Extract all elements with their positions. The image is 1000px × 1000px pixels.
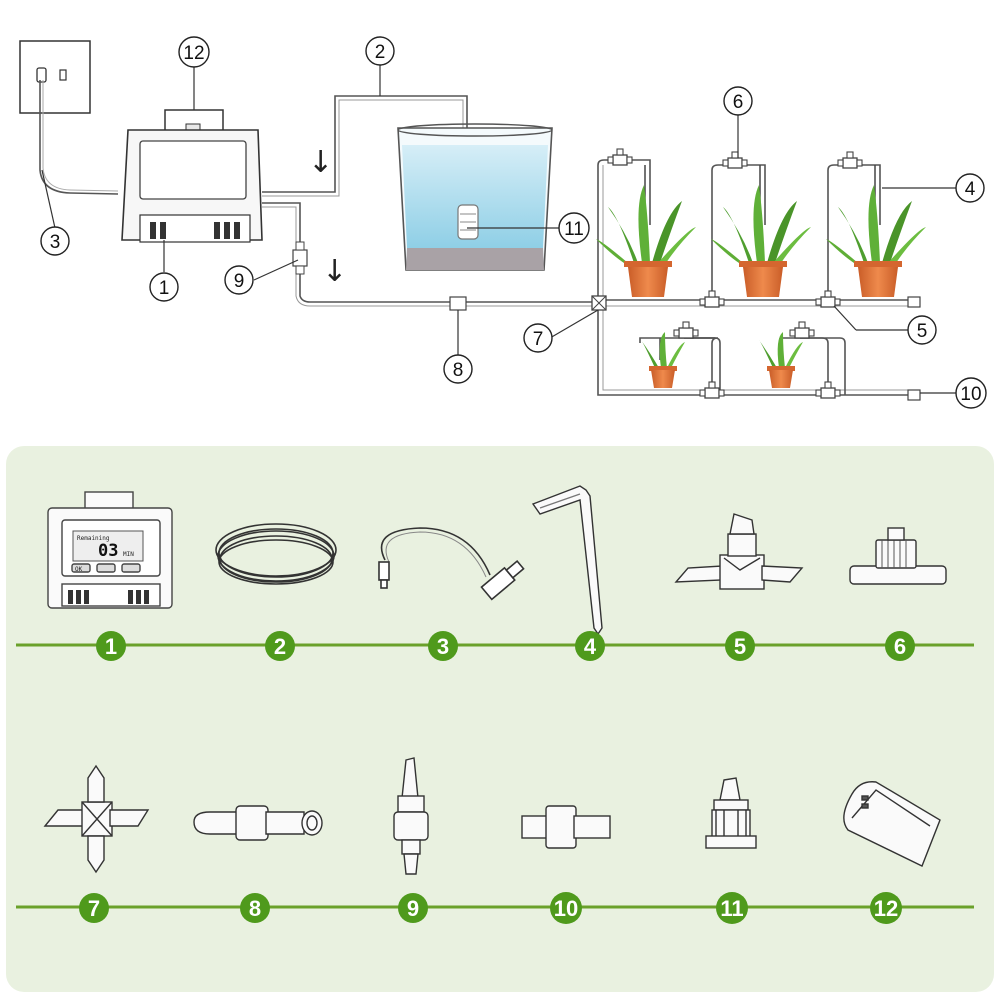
callout-10: 10 (955, 377, 987, 409)
potted-plant-small (759, 332, 803, 388)
straight-connector (449, 296, 467, 311)
part-badge-10: 10 (550, 892, 582, 924)
potted-plant (826, 185, 926, 297)
part-badge-8: 8 (240, 893, 270, 923)
callout-6: 6 (723, 86, 753, 116)
part-pump: Remaining 03 MIN OK (47, 491, 173, 609)
callout-9: 9 (224, 265, 254, 295)
part-badge-1: 1 (96, 631, 126, 661)
part-usb-cable (378, 527, 525, 601)
lcd-caption: Remaining (77, 535, 110, 542)
part-straight-connector (193, 805, 323, 841)
svg-text:12: 12 (183, 43, 204, 64)
svg-text:1: 1 (159, 278, 170, 299)
svg-text:8: 8 (249, 896, 261, 921)
pump-unit-diagram (121, 109, 263, 243)
svg-text:3: 3 (437, 634, 449, 659)
callout-12: 12 (178, 36, 210, 68)
svg-text:10: 10 (554, 896, 578, 921)
part-filter (705, 777, 757, 849)
callout-3: 3 (40, 226, 70, 256)
flow-arrow: ↓ (322, 254, 347, 289)
part-badges: 1 2 3 4 5 6 7 8 9 10 11 12 (79, 631, 915, 924)
water-bucket (397, 123, 553, 271)
cross-joint (591, 295, 607, 311)
part-badge-11: 11 (716, 892, 748, 924)
lcd-unit: MIN (123, 551, 134, 558)
potted-plant-small (641, 332, 685, 388)
end-plug (907, 296, 921, 401)
check-valve-connector (292, 241, 308, 275)
svg-text:2: 2 (375, 42, 386, 63)
svg-text:7: 7 (88, 896, 100, 921)
tee-joint (673, 321, 699, 339)
svg-text:12: 12 (874, 896, 898, 921)
svg-text:6: 6 (894, 634, 906, 659)
svg-text:4: 4 (965, 179, 976, 200)
flow-arrow: ↓ (308, 145, 333, 180)
part-check-valve (393, 757, 429, 875)
callout-5: 5 (907, 315, 937, 345)
callout-badges: 1 2 3 4 5 6 7 8 9 10 11 12 (40, 36, 987, 409)
svg-text:5: 5 (917, 321, 928, 342)
svg-text:8: 8 (453, 360, 464, 381)
part-tee-nut (849, 527, 947, 585)
tee-joint (815, 381, 841, 399)
callout-11: 11 (558, 212, 590, 244)
drip-network (597, 159, 918, 396)
tee-joint (722, 151, 748, 169)
tee-joint (607, 148, 633, 166)
tee-joint (837, 151, 863, 169)
callout-leaders (41, 64, 958, 394)
part-badge-2: 2 (265, 631, 295, 661)
wall-socket (19, 40, 91, 114)
part-badge-4: 4 (575, 631, 605, 661)
usb-cable-line (39, 80, 119, 195)
parts-panel: Remaining 03 MIN OK (6, 446, 994, 992)
svg-text:1: 1 (105, 634, 117, 659)
callout-7: 7 (523, 323, 553, 353)
svg-text:11: 11 (720, 896, 743, 921)
svg-text:2: 2 (274, 634, 286, 659)
svg-text:9: 9 (234, 271, 245, 292)
callout-8: 8 (443, 354, 473, 384)
lcd-value: 03 (98, 541, 118, 561)
part-drip-stake (531, 485, 603, 636)
svg-text:9: 9 (407, 896, 419, 921)
part-cross (43, 764, 150, 874)
callout-2: 2 (365, 36, 395, 66)
part-badge-3: 3 (428, 631, 458, 661)
svg-text:6: 6 (733, 92, 744, 113)
part-badge-6: 6 (885, 631, 915, 661)
part-badge-7: 7 (79, 893, 109, 923)
tee-joint (699, 290, 725, 308)
potted-plant (596, 185, 696, 297)
svg-text:10: 10 (960, 384, 981, 405)
callout-4: 4 (955, 173, 985, 203)
tee-joint (815, 290, 841, 308)
part-badge-9: 9 (398, 893, 428, 923)
part-tubing (215, 523, 337, 585)
svg-text:11: 11 (564, 219, 584, 240)
part-badge-12: 12 (870, 892, 902, 924)
tee-joint (789, 321, 815, 339)
part-badge-5: 5 (725, 631, 755, 661)
main-drip-tube (262, 202, 598, 303)
potted-plant (711, 185, 811, 297)
part-tee-valve (674, 513, 804, 590)
pump-ok-label: OK (75, 566, 83, 573)
part-hanging-clip (843, 781, 941, 867)
part-end-connector (521, 805, 611, 849)
svg-text:4: 4 (584, 634, 597, 659)
installation-diagram: ↓ ↓ (19, 36, 987, 409)
svg-text:3: 3 (50, 232, 61, 253)
svg-text:7: 7 (533, 329, 544, 350)
svg-text:5: 5 (734, 634, 746, 659)
callout-1: 1 (149, 272, 179, 302)
